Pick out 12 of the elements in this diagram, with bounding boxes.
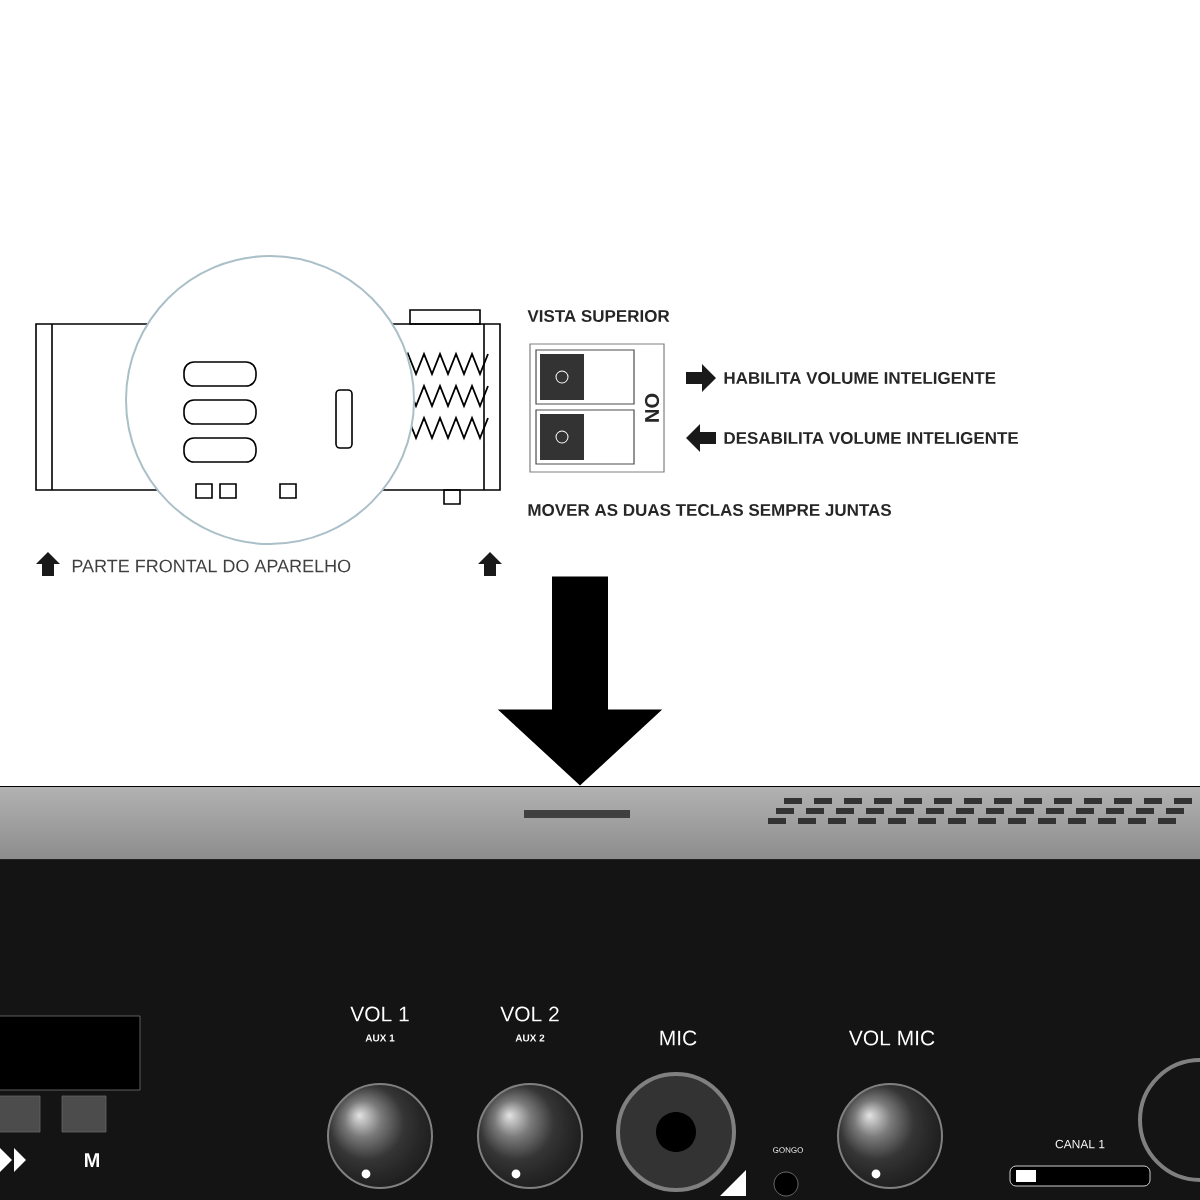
note-text: HABILITA VOLUME INTELIGENTE	[724, 372, 996, 384]
panel-label: MIC	[660, 1030, 697, 1046]
panel-label: VOL 2	[500, 1006, 559, 1022]
caption-text: PARTE FRONTAL DO APARELHO	[72, 559, 351, 573]
switch-label: ON	[644, 393, 660, 422]
panel-label: VOL 1	[350, 1006, 409, 1022]
panel-label: VOL MIC	[848, 1030, 935, 1046]
note-text: DESABILITA VOLUME INTELIGENTE	[724, 432, 1019, 444]
note-text: MOVER AS DUAS TECLAS SEMPRE JUNTAS	[528, 504, 891, 516]
amplifier-photo-drawing	[0, 786, 1200, 1200]
button-symbol: M	[85, 1153, 99, 1167]
view-label: VISTA SUPERIOR	[527, 310, 670, 322]
